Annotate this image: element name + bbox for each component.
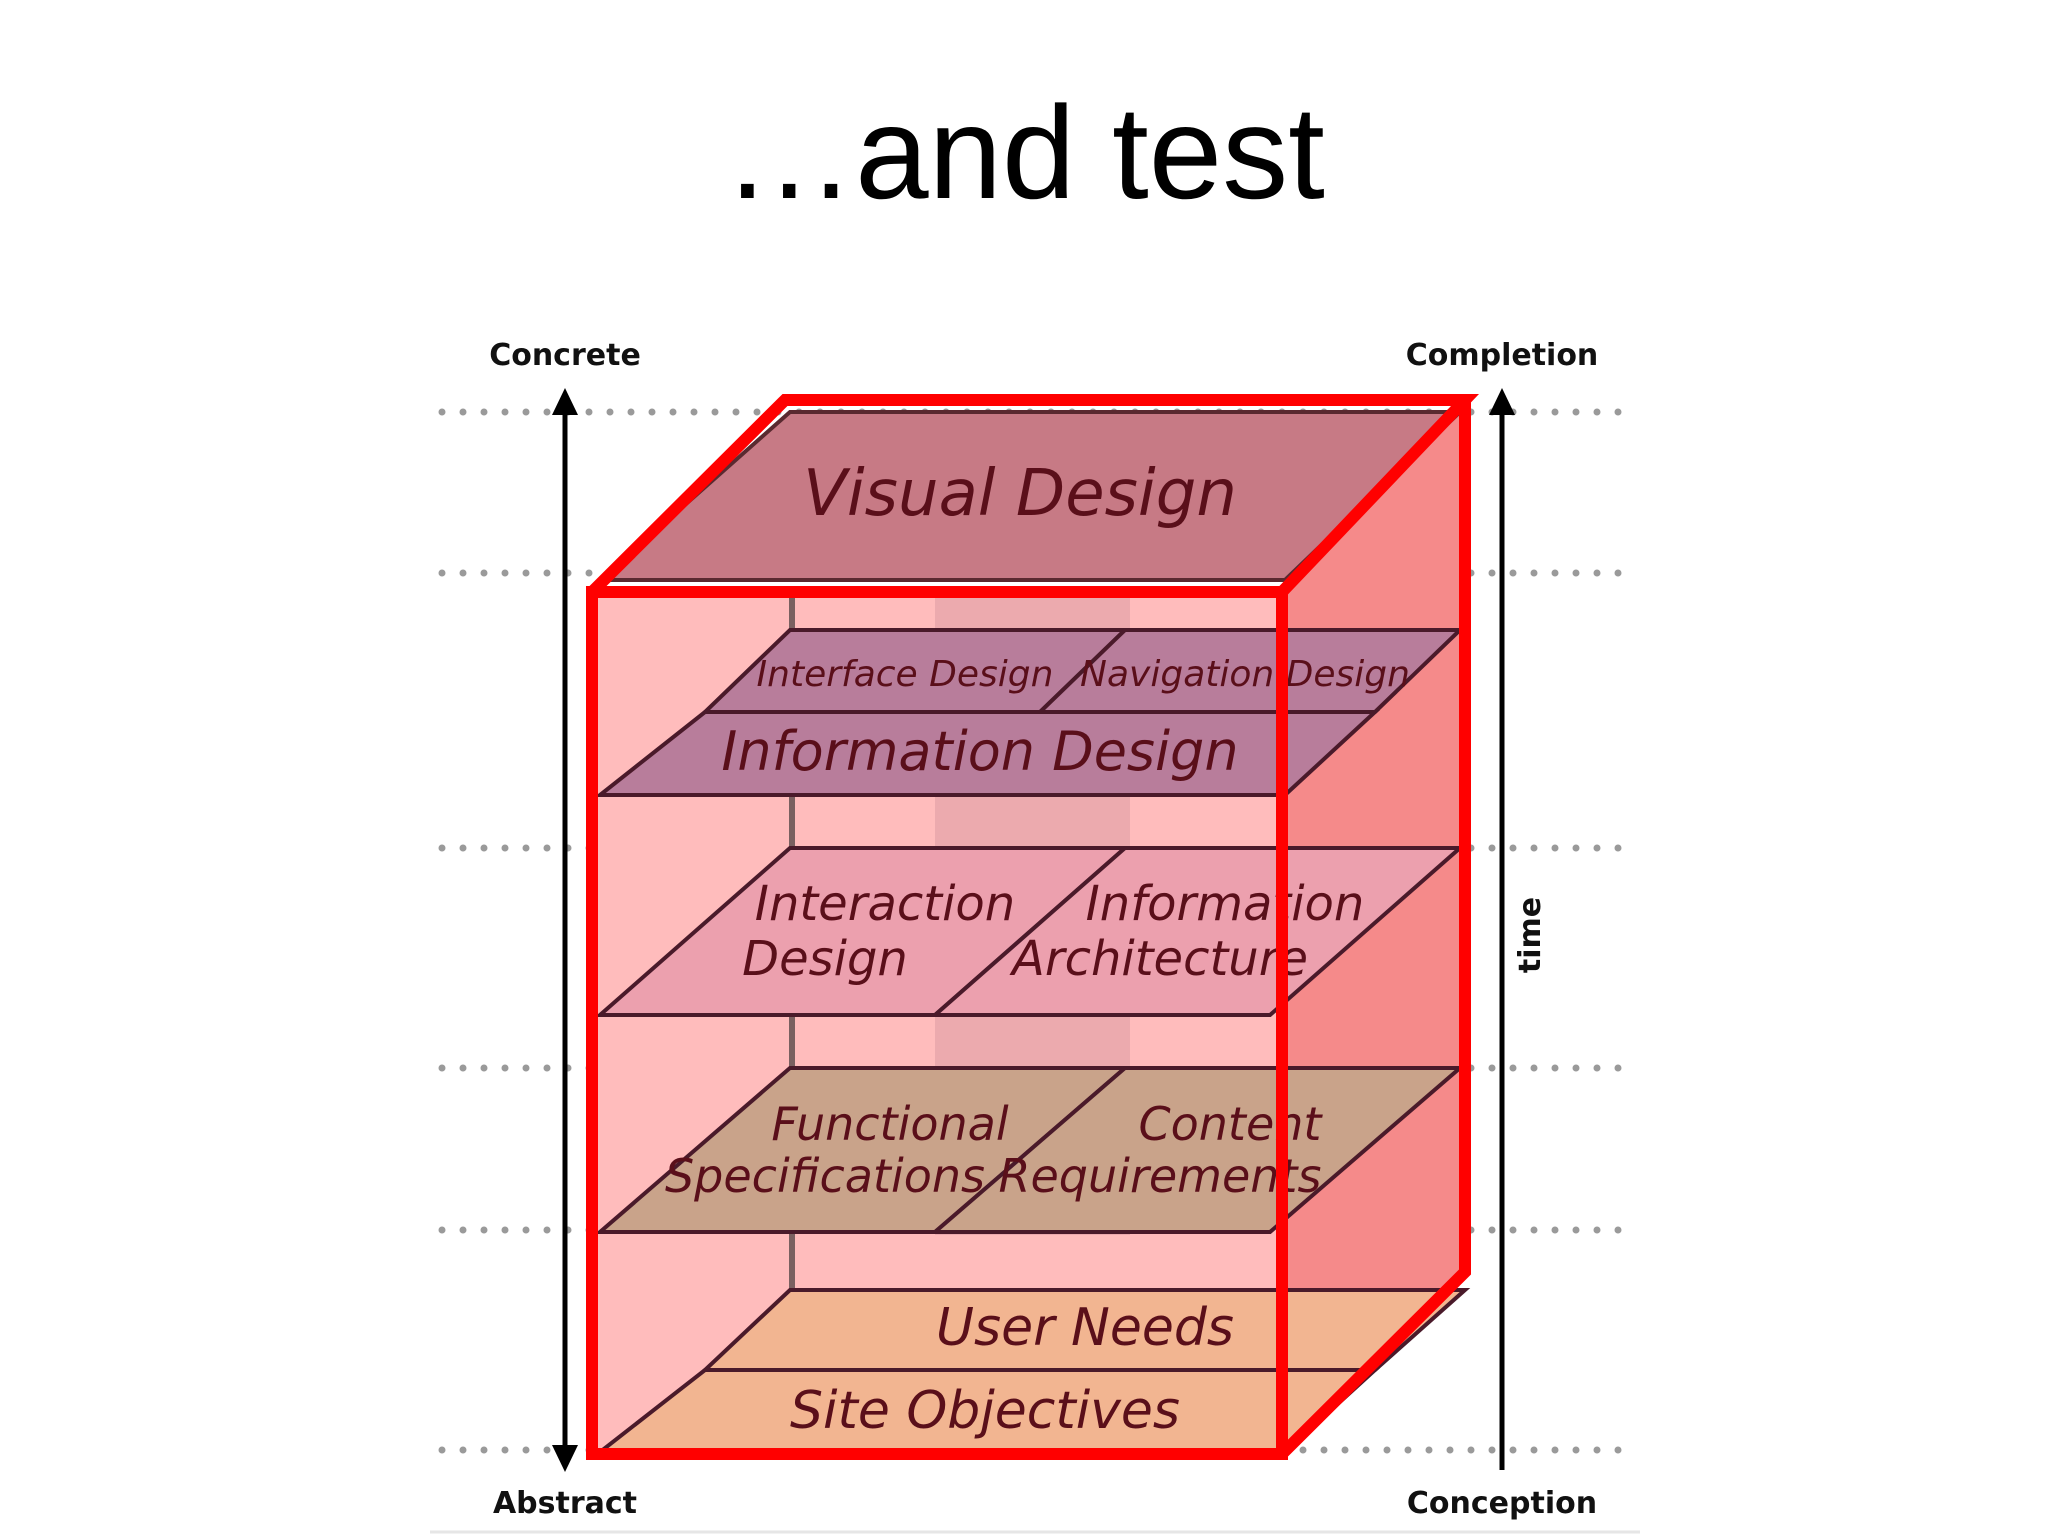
interaction-design-label-line2: Design [742,931,908,987]
information-architecture-label-line2: Architecture [1009,931,1308,987]
right-axis-arrowhead-top [1489,388,1515,415]
red-highlight-box [586,394,1480,1460]
information-architecture-label-line1: Information [1086,876,1365,932]
visual-design-label: Visual Design [803,457,1237,531]
navigation-design-label: Navigation Design [1080,654,1410,695]
content-requirements-plane [929,1066,1466,1234]
user-needs-label: User Needs [936,1298,1234,1358]
time-label: time [1513,897,1548,973]
content-requirements-label-line1: Content [1139,1097,1324,1151]
information-design-label: Information Design [721,720,1238,783]
information-architecture-plane [929,846,1466,1017]
functional-specifications-label-line1: Functional [771,1097,1008,1151]
concrete-label: Concrete [489,338,641,373]
interface-design-label: Interface Design [757,654,1054,695]
red-box-front [586,586,1288,1460]
left-axis-arrowhead-bottom [552,1445,578,1472]
left-axis-arrow [552,388,578,1472]
red-box-side-edges [1277,400,1471,1459]
abstract-label: Abstract [493,1486,637,1521]
left-axis-arrowhead-top [552,388,578,415]
content-requirements-label-line2: Requirements [999,1149,1322,1203]
conception-label: Conception [1407,1486,1597,1521]
slide-title: …and test [723,79,1325,226]
site-objectives-label: Site Objectives [790,1381,1180,1441]
box-front-face [590,592,1285,1455]
right-axis-arrow [1489,388,1515,1470]
interaction-design-label-line1: Interaction [755,876,1015,932]
red-box-top-edges [587,394,1480,597]
completion-label: Completion [1406,338,1599,373]
functional-specifications-label-line2: Specifications [665,1149,985,1203]
